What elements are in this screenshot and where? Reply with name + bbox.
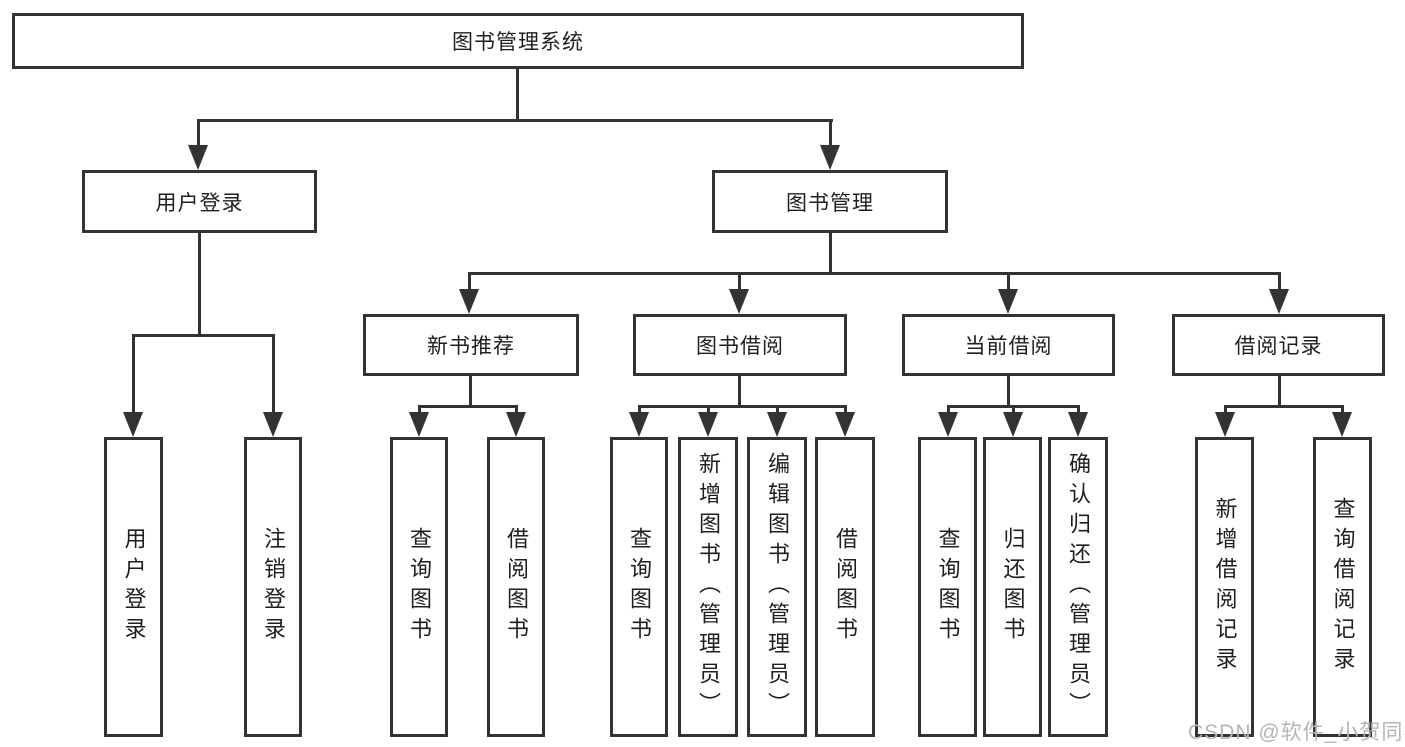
arrow-down-icon: [263, 412, 283, 437]
connector-book-mgmt-drop-1: [468, 272, 471, 292]
connector-user-login-drop-1: [132, 334, 135, 416]
arrow-down-icon: [767, 412, 787, 437]
leaf-label: 借阅图书: [833, 527, 858, 647]
leaf-add-borrow-record: 新增借阅记录: [1195, 437, 1254, 737]
leaf-label: 借阅图书: [504, 527, 529, 647]
connector-root-stem: [516, 68, 519, 122]
leaf-label: 新增图书（管理员）: [696, 452, 721, 722]
connector-root-drop-left: [197, 119, 200, 150]
connector-user-login-rail: [132, 334, 275, 337]
leaf-query-books-current: 查询图书: [918, 437, 977, 737]
leaf-logout-login: 注销登录: [244, 437, 302, 737]
connector-book-borrow-drop-4: [844, 405, 847, 417]
connector-root-rail: [197, 119, 833, 122]
connector-book-borrow-drop-2: [707, 405, 710, 417]
arrow-down-icon: [1332, 412, 1352, 437]
leaf-return-books: 归还图书: [983, 437, 1042, 737]
arrow-down-icon: [998, 289, 1018, 314]
arrow-down-icon: [459, 289, 479, 314]
leaf-label: 查询图书: [407, 527, 432, 647]
node-book-management: 图书管理: [712, 170, 948, 233]
leaf-user-login: 用户登录: [104, 437, 163, 737]
leaf-label: 查询借阅记录: [1330, 497, 1356, 677]
leaf-borrow-books-borrowing: 借阅图书: [815, 437, 875, 737]
arrow-down-icon: [1003, 412, 1023, 437]
connector-book-mgmt-rail: [468, 272, 1281, 275]
leaf-label: 用户登录: [121, 527, 147, 647]
connector-book-mgmt-drop-2: [738, 272, 741, 292]
leaf-label: 查询图书: [627, 527, 652, 647]
connector-borrow-record-drop-1: [1224, 405, 1227, 417]
csdn-watermark: CSDN @软件_小贺同学: [1188, 721, 1405, 744]
node-root: 图书管理系统: [12, 13, 1024, 69]
connector-new-book-drop-1: [418, 405, 421, 417]
leaf-label: 确认归还（管理员）: [1066, 452, 1091, 722]
arrow-down-icon: [835, 412, 855, 437]
leaf-label: 新增借阅记录: [1212, 497, 1238, 677]
connector-book-borrow-drop-1: [638, 405, 641, 417]
leaf-label: 查询图书: [935, 527, 961, 647]
connector-book-mgmt-drop-3: [1007, 272, 1010, 292]
node-user-login: 用户登录: [82, 170, 317, 233]
arrow-down-icon: [1215, 412, 1235, 437]
arrow-down-icon: [729, 289, 749, 314]
connector-book-mgmt-stem: [829, 233, 832, 275]
arrow-down-icon: [698, 412, 718, 437]
connector-book-borrow-rail: [638, 405, 847, 408]
arrow-down-icon: [506, 412, 526, 437]
connector-user-login-drop-2: [272, 334, 275, 416]
connector-current-borrow-drop-1: [947, 405, 950, 417]
arrow-down-icon: [629, 412, 649, 437]
arrow-down-icon: [820, 145, 840, 170]
arrow-down-icon: [123, 412, 143, 437]
connector-current-borrow-drop-3: [1077, 405, 1080, 417]
connector-user-login-stem: [198, 233, 201, 337]
leaf-query-borrow-record: 查询借阅记录: [1313, 437, 1372, 737]
connector-current-borrow-stem: [1007, 376, 1010, 408]
node-book-borrowing: 图书借阅: [633, 314, 847, 376]
arrow-down-icon: [188, 145, 208, 170]
arrow-down-icon: [409, 412, 429, 437]
leaf-label: 编辑图书（管理员）: [765, 452, 790, 722]
node-new-book-recommend: 新书推荐: [363, 314, 579, 376]
connector-book-mgmt-drop-4: [1278, 272, 1281, 292]
node-current-borrowing: 当前借阅: [902, 314, 1115, 376]
node-borrowing-records: 借阅记录: [1172, 314, 1385, 376]
arrow-down-icon: [1269, 289, 1289, 314]
leaf-label: 归还图书: [1000, 527, 1026, 647]
connector-current-borrow-drop-2: [1012, 405, 1015, 417]
connector-book-borrow-drop-3: [776, 405, 779, 417]
connector-root-drop-right: [829, 119, 832, 150]
arrow-down-icon: [1068, 412, 1088, 437]
connector-borrow-record-drop-2: [1341, 405, 1344, 417]
leaf-add-books-admin: 新增图书（管理员）: [678, 437, 738, 737]
arrow-down-icon: [938, 412, 958, 437]
connector-borrow-record-rail: [1224, 405, 1344, 408]
leaf-label: 注销登录: [261, 527, 286, 647]
connector-borrow-record-stem: [1278, 376, 1281, 408]
leaf-edit-books-admin: 编辑图书（管理员）: [747, 437, 807, 737]
leaf-query-books-recommend: 查询图书: [390, 437, 448, 737]
connector-new-book-rail: [418, 405, 518, 408]
leaf-confirm-return-admin: 确认归还（管理员）: [1048, 437, 1108, 737]
leaf-borrow-books-recommend: 借阅图书: [487, 437, 545, 737]
leaf-query-books-borrowing: 查询图书: [610, 437, 668, 737]
connector-new-book-stem: [469, 376, 472, 408]
connector-book-borrow-stem: [738, 376, 741, 408]
connector-new-book-drop-2: [515, 405, 518, 417]
